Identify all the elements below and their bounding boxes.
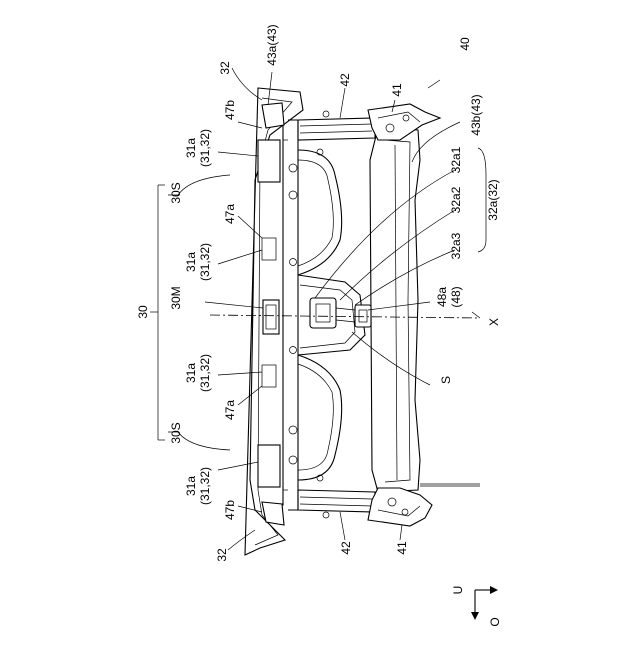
label-31a-1-sub: (31,32) <box>198 129 212 167</box>
label-U: U <box>451 586 465 595</box>
label-42-top: 42 <box>338 73 352 87</box>
label-43a: 43a(43) <box>265 24 279 65</box>
label-41-top: 41 <box>390 83 404 97</box>
label-31a-4: 31a <box>184 476 198 496</box>
label-48: (48) <box>449 286 463 307</box>
label-47b-bot: 47b <box>223 500 237 520</box>
label-S: S <box>439 376 453 384</box>
label-32a2: 32a2 <box>449 186 463 213</box>
label-31a-1: 31a <box>184 138 198 158</box>
label-42-bot: 42 <box>339 541 353 555</box>
label-32-bot: 32 <box>215 548 229 562</box>
label-30S-top: 30S <box>169 182 183 203</box>
label-43b: 43b(43) <box>469 94 483 135</box>
label-O: O <box>488 617 502 626</box>
label-48a: 48a <box>435 287 449 307</box>
label-41-bot: 41 <box>395 541 409 555</box>
label-47b-top: 47b <box>223 100 237 120</box>
label-31a-3: 31a <box>184 363 198 383</box>
label-31a-2-sub: (31,32) <box>198 243 212 281</box>
label-32a3: 32a3 <box>449 232 463 259</box>
label-40: 40 <box>458 37 472 51</box>
label-32-top: 32 <box>218 61 232 75</box>
label-32a1: 32a1 <box>449 146 463 173</box>
label-30: 30 <box>136 305 150 319</box>
label-X: X <box>487 318 501 326</box>
label-31a-2: 31a <box>184 252 198 272</box>
label-30M: 30M <box>169 286 183 309</box>
label-47a-bot: 47a <box>223 400 237 420</box>
label-31a-4-sub: (31,32) <box>198 467 212 505</box>
label-32a: 32a(32) <box>486 179 500 220</box>
label-30S-bot: 30S <box>169 422 183 443</box>
frame-line-art <box>210 88 480 555</box>
label-31a-3-sub: (31,32) <box>198 354 212 392</box>
label-47a-top: 47a <box>223 204 237 224</box>
